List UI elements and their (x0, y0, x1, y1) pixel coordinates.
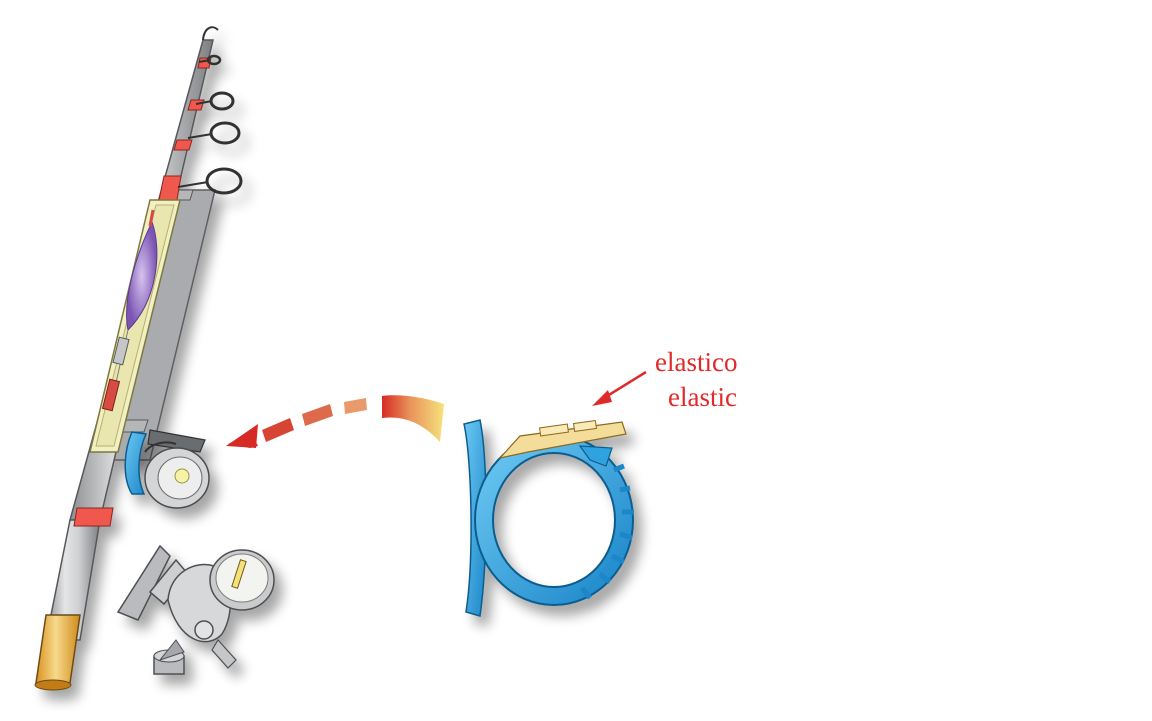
annotation-label-italian: elastico (655, 347, 738, 377)
annotation-label-english: elastic (668, 382, 737, 412)
spinning-reel-icon (116, 544, 275, 675)
mounted-reel-icon (124, 429, 210, 509)
fishing-rod-icon (34, 26, 243, 691)
curved-arrow-icon (226, 395, 444, 448)
annotation-pointer (592, 370, 647, 406)
reel-clip-icon (463, 419, 634, 617)
